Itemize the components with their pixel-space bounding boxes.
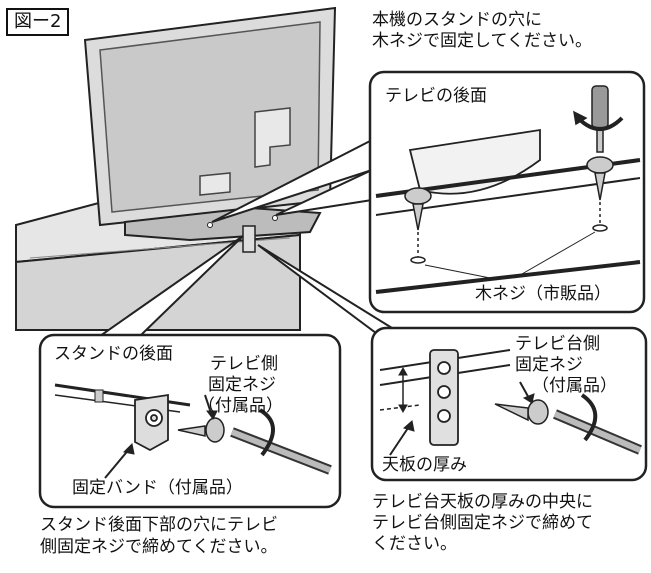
stand-side-screw-label-line-3: （付属品）	[532, 376, 617, 397]
bottom-right-instruction-line-2: テレビ台側固定ネジで締めて	[372, 513, 593, 534]
bottom-left-instruction-line-1: スタンド後面下部の穴にテレビ	[40, 515, 278, 536]
bottom-left-instruction-line-2: 側固定ネジで締めてください。	[40, 537, 278, 558]
tv-side-screw-label-line-1: テレビ側	[210, 354, 278, 375]
stand-side-screw-label-line-2: 固定ネジ	[515, 355, 583, 376]
tv-body	[85, 8, 335, 252]
tv-side-screw-label-line-2: 固定ネジ	[208, 375, 276, 396]
fixing-band-label: 固定バンド（付属品）	[72, 478, 243, 499]
board-thickness-label: 天板の厚み	[382, 455, 467, 476]
stand-rear-title: スタンドの後面	[54, 344, 173, 365]
fixing-band-icon	[135, 395, 168, 450]
top-instruction-line-1: 本機のスタンドの穴に	[372, 10, 542, 31]
stand-side-screw-label-line-1: テレビ台側	[515, 334, 600, 355]
figure-label: 図ー2	[6, 8, 69, 36]
tv-side-screw-label-line-3: （付属品）	[198, 396, 283, 417]
wood-screw-label: 木ネジ（市販品）	[475, 284, 611, 305]
bracket-plate-icon	[430, 350, 458, 445]
bottom-right-instruction-line-1: テレビ台天板の厚みの中央に	[372, 492, 593, 513]
bottom-right-instruction-line-3: ください。	[372, 534, 457, 555]
tv-rear-title: テレビの後面	[385, 86, 487, 107]
top-instruction-line-2: 木ネジで固定してください。	[372, 31, 592, 52]
